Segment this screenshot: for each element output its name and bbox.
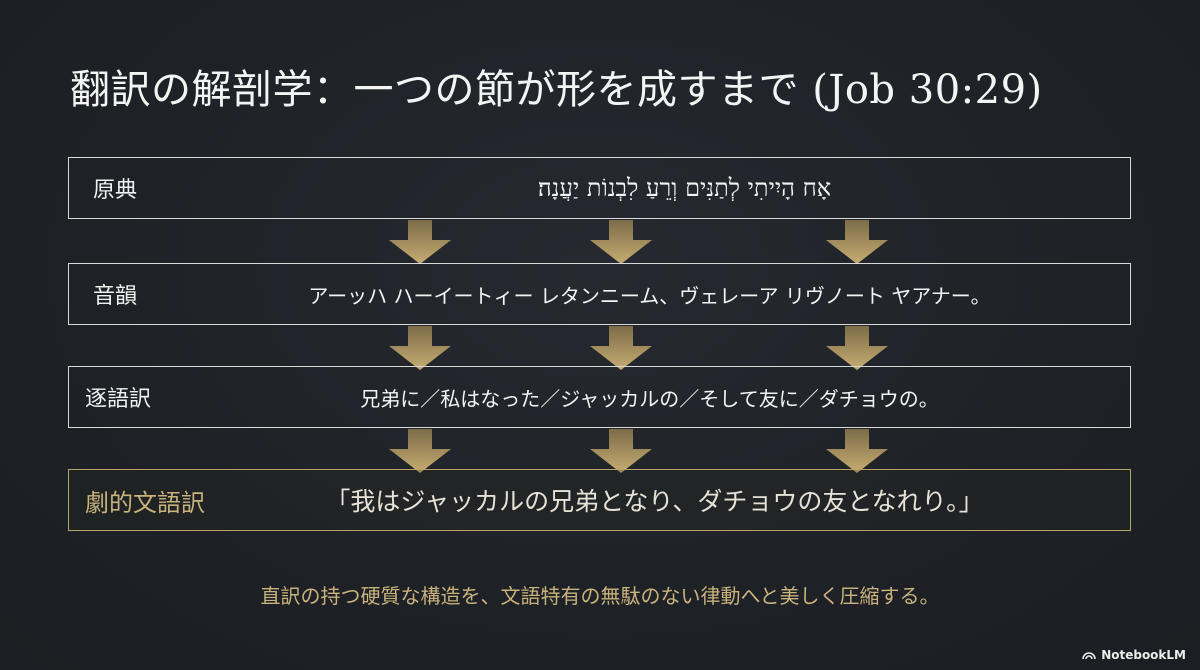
down-arrow-icon [826,220,888,264]
down-arrow-icon [826,326,888,370]
slide-title: 翻訳の解剖学：一つの節が形を成すまで (Job 30:29) [70,67,1043,113]
row-content-phonetic: アーッハ ハーイートィー レタンニーム、ヴェレーア リヴノート ヤアナー。 [308,283,991,308]
row-dramatic: 劇的文語訳 「我はジャッカルの兄弟となり、ダチョウの友となれり。」 [68,469,1131,531]
row-label-phonetic: 音韻 [93,284,138,309]
down-arrow-icon [826,429,888,473]
down-arrow-icon [389,429,451,473]
row-original: 原典 אָח הָיִיתִי לְתַנִּים וְרֵעַ לִבְנוֹ… [68,157,1131,219]
row-content-dramatic: 「我はジャッカルの兄弟となり、ダチョウの友となれり。」 [325,487,984,516]
down-arrow-icon [389,220,451,264]
down-arrow-icon [389,326,451,370]
notebooklm-logo-icon [1082,652,1096,660]
brand-watermark: NotebookLM [1082,648,1186,662]
brand-label: NotebookLM [1101,648,1186,662]
down-arrow-icon [590,220,652,264]
down-arrow-icon [590,326,652,370]
row-label-dramatic: 劇的文語訳 [85,488,205,517]
caption: 直訳の持つ硬質な構造を、文語特有の無駄のない律動へと美しく圧縮する。 [260,584,940,608]
row-label-original: 原典 [93,178,138,203]
row-content-literal: 兄弟に／私はなった／ジャッカルの／そして友に／ダチョウの。 [360,386,939,411]
row-content-hebrew: אָח הָיִיתִי לְתַנִּים וְרֵעַ לִבְנוֹת י… [537,173,832,202]
row-label-literal: 逐語訳 [85,387,152,412]
row-phonetic: 音韻 アーッハ ハーイートィー レタンニーム、ヴェレーア リヴノート ヤアナー。 [68,263,1131,325]
down-arrow-icon [590,429,652,473]
row-literal: 逐語訳 兄弟に／私はなった／ジャッカルの／そして友に／ダチョウの。 [68,366,1131,428]
